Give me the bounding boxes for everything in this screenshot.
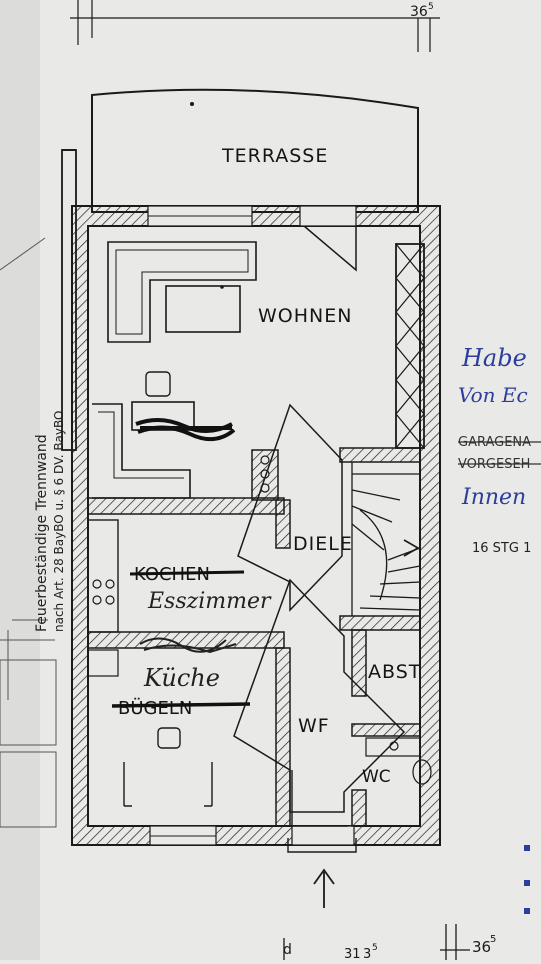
- room-label-wohnen: WOHNEN: [258, 305, 352, 327]
- room-label-terrasse: TERRASSE: [221, 145, 328, 167]
- stove-burners: [92, 579, 115, 605]
- room-label-wc: WC: [362, 767, 391, 787]
- wc-sink: [365, 737, 421, 757]
- wc-basin: [389, 741, 399, 751]
- scribble-dining: [135, 418, 236, 442]
- entrance-arrow-icon: [313, 868, 335, 908]
- entrance-door: [291, 770, 348, 827]
- shaft-cross-hatch: [395, 243, 425, 449]
- terrace-dot: [190, 102, 194, 106]
- dimension-bottom-b: 36: [472, 938, 491, 956]
- entrance-step: [287, 838, 357, 853]
- scribble-kueche: [139, 637, 237, 654]
- room-label-buegeln: BÜGELN: [118, 697, 192, 719]
- kitchen-counter: [87, 519, 119, 633]
- dimension-bottom-a: 31: [344, 947, 361, 960]
- note-innen: Innen: [461, 485, 526, 510]
- table-dot: [220, 285, 224, 289]
- dining-chair: [145, 371, 171, 397]
- top-dimension-label: 36: [410, 4, 428, 20]
- wf-arrow: [233, 578, 406, 813]
- kitchen-stool: [157, 727, 181, 749]
- dimension-bottom-left: d: [283, 942, 292, 958]
- dimension-bottom-a2: 3: [363, 947, 371, 960]
- margin-marks: [524, 845, 530, 914]
- room-label-diele: DIELE: [293, 533, 353, 555]
- fire-wall-label: Feuerbeständige Trennwand: [34, 434, 50, 632]
- note-von: Von Ec: [458, 383, 528, 407]
- coffee-table: [165, 285, 241, 333]
- fire-wall-regulation: nach Art. 28 BayBO u. § 6 DV. BayBO: [52, 411, 66, 632]
- bench-inner: [98, 411, 184, 479]
- note-habe: Habe: [461, 344, 527, 372]
- sofa-inner: [115, 249, 249, 335]
- diele-arrow: [237, 403, 343, 612]
- left-column: [61, 149, 77, 451]
- staircase: [351, 462, 421, 616]
- strike-buegeln: [111, 702, 251, 708]
- note-stg: 16 STG 1: [472, 541, 531, 556]
- strike-kochen: [129, 570, 245, 576]
- room-label-wf: WF: [298, 715, 330, 737]
- top-dimension-marks: [70, 0, 440, 52]
- sofa: [107, 241, 257, 343]
- ironing-table: [123, 762, 213, 807]
- handwritten-kueche: Küche: [143, 664, 220, 692]
- wc-toilet: [412, 759, 432, 785]
- room-label-abst: ABST: [368, 661, 421, 683]
- left-margin-lines: [0, 237, 57, 828]
- washer: [87, 649, 119, 677]
- handwritten-esszimmer: Esszimmer: [147, 589, 272, 614]
- interior-walls: [87, 447, 421, 827]
- terrace-door: [303, 225, 357, 272]
- terrace-outline: [91, 88, 419, 213]
- paper-edge-shadow: [0, 0, 40, 960]
- dimension-bottom-b-sup: 5: [490, 934, 496, 945]
- top-dimension-sup: 5: [428, 2, 434, 12]
- window-glass-lines: [148, 215, 252, 837]
- dimension-bottom-a-sup: 5: [372, 943, 378, 953]
- bottom-dimension-marks: [283, 924, 470, 960]
